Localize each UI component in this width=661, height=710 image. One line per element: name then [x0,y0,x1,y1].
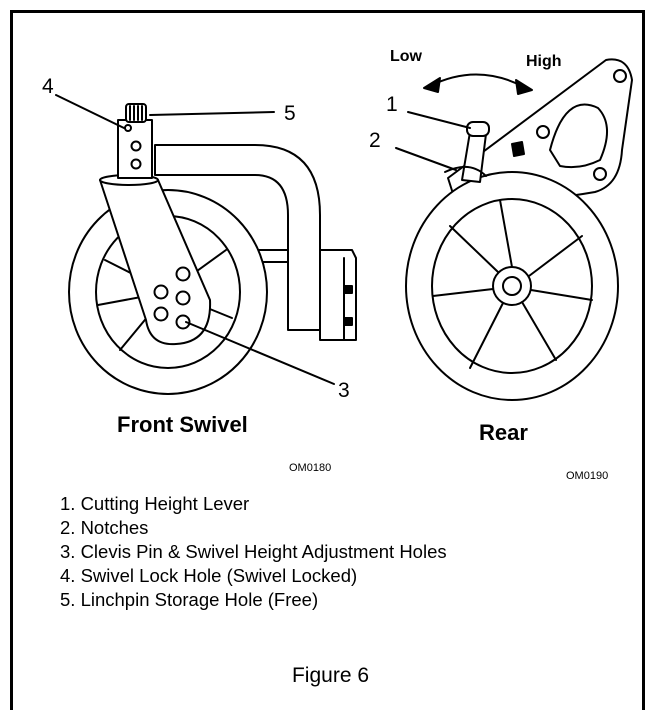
rear-drawing-code: OM0190 [566,470,609,482]
legend-item-2: 2. Notches [60,517,149,538]
legend-item-4: 4. Swivel Lock Hole (Swivel Locked) [60,565,358,586]
front-swivel-wheel [55,94,357,395]
legend-item-5: 5. Linchpin Storage Hole (Free) [60,589,319,610]
legend-item-3: 3. Clevis Pin & Swivel Height Adjustment… [60,541,447,562]
callout-4: 4 [42,75,54,98]
high-label: High [526,53,562,70]
callout-1: 1 [386,93,398,116]
legend-item-1: 1. Cutting Height Lever [60,493,250,514]
figure-frame [10,10,645,710]
callout-3: 3 [338,379,350,402]
low-label: Low [390,48,422,65]
callout-2: 2 [369,129,381,152]
rear-caption: Rear [479,420,528,445]
figure-label: Figure 6 [291,664,370,687]
front-swivel-caption: Front Swivel [117,412,248,437]
rear-wheel [395,58,633,401]
callout-5: 5 [284,102,296,125]
legend-list: 1. Cutting Height Lever 2. Notches 3. Cl… [60,492,447,612]
front-drawing-code: OM0180 [289,462,332,474]
